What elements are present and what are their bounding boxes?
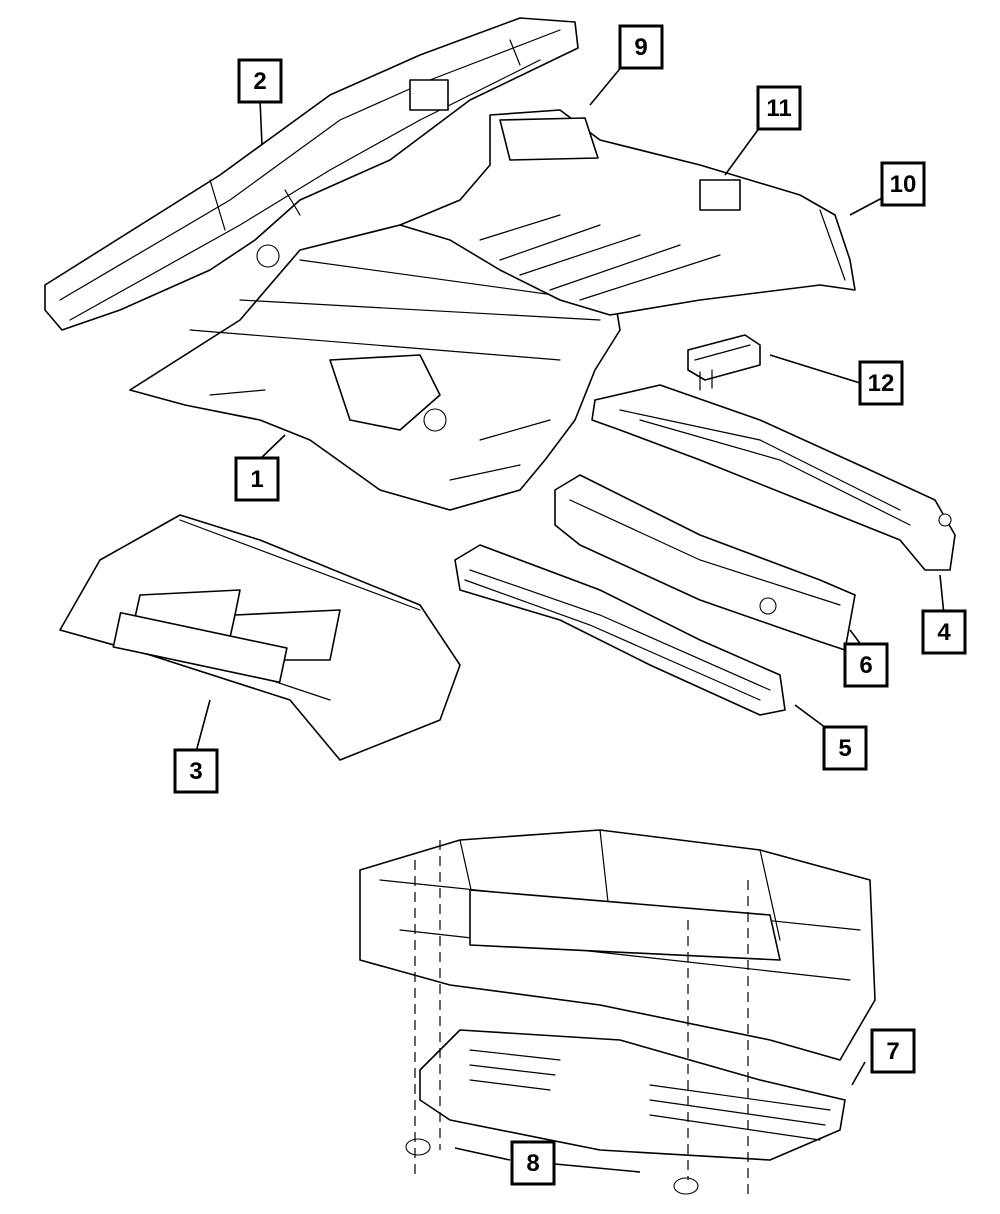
callout-label-6: 6 (859, 652, 872, 679)
lower-floor-assembly (359, 829, 876, 1200)
part-5-crossmember (454, 544, 786, 716)
part-4-crossmember (591, 384, 956, 571)
callout-10: 10 (880, 161, 926, 207)
callout-4: 4 (921, 609, 967, 655)
callout-5: 5 (822, 725, 868, 771)
callout-label-7: 7 (886, 1038, 899, 1065)
callout-8: 8 (510, 1140, 556, 1186)
part-2-side-rail (44, 17, 579, 331)
part-3-seat-riser (59, 514, 461, 761)
callout-label-5: 5 (838, 735, 851, 762)
callout-2: 2 (237, 58, 283, 104)
callout-12: 12 (858, 360, 904, 406)
callout-label-1: 1 (250, 466, 263, 493)
callout-label-4: 4 (937, 619, 951, 646)
callout-label-3: 3 (189, 758, 202, 785)
callout-9: 9 (618, 24, 664, 70)
callout-3: 3 (173, 748, 219, 794)
rear-floor-pan (399, 109, 856, 316)
callout-label-10: 10 (890, 171, 917, 198)
part-12-bracket (687, 334, 761, 391)
callout-6: 6 (843, 642, 889, 688)
callout-label-2: 2 (253, 68, 266, 95)
callout-11: 11 (756, 85, 802, 131)
callout-label-8: 8 (526, 1150, 539, 1177)
callout-label-11: 11 (766, 95, 791, 122)
callout-1: 1 (234, 456, 280, 502)
part-1-floor-pan (129, 204, 621, 511)
callout-label-9: 9 (634, 34, 647, 61)
callout-7: 7 (870, 1028, 916, 1074)
callout-label-12: 12 (868, 370, 895, 397)
